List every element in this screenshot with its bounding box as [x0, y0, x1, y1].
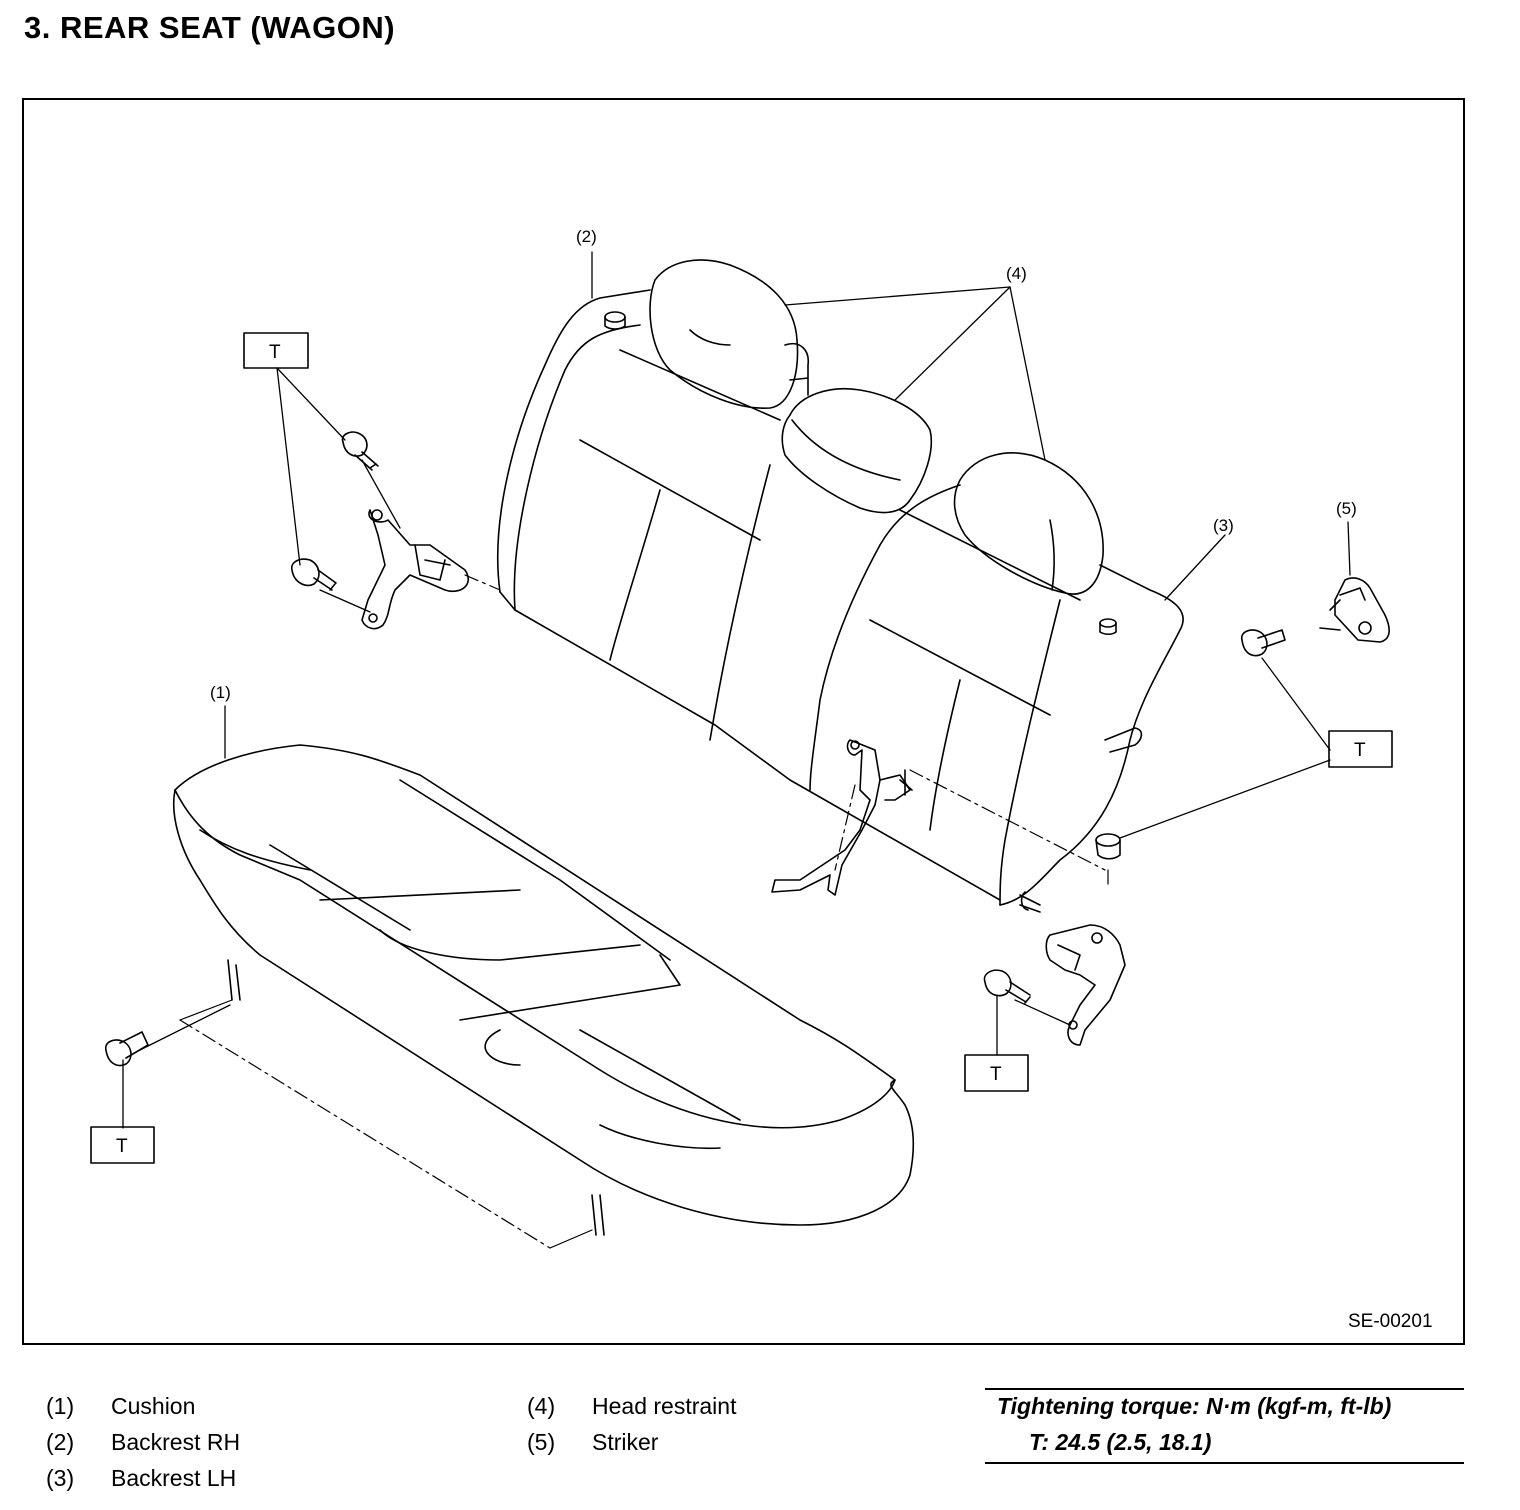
centerlines	[179, 574, 1109, 1249]
callout-5: (5)	[1336, 499, 1357, 518]
diagram-frame	[22, 98, 1465, 1345]
torque-tag-right: T	[1328, 730, 1393, 768]
legend-label: Striker	[592, 1429, 659, 1455]
center-hinge-bracket	[771, 739, 913, 896]
callout-2: (2)	[576, 227, 597, 246]
torque-tag-label: T	[1354, 740, 1366, 761]
nut-right	[1095, 833, 1121, 860]
head-restraint-center	[781, 387, 933, 514]
callout-1: (1)	[210, 683, 231, 702]
support-lines	[179, 999, 593, 1249]
torque-tag-label: T	[116, 1136, 128, 1157]
backrest-rh	[497, 289, 1001, 901]
torque-tag-upper-left: T	[243, 332, 309, 369]
left-hinge-bracket	[361, 509, 469, 630]
striker	[1319, 577, 1390, 643]
legend-number: (1)	[46, 1393, 75, 1419]
torque-spec-box: Tightening torque: N·m (kgf-m, ft-lb) T:…	[985, 1388, 1464, 1464]
right-lower-bracket	[1045, 924, 1126, 1046]
callout-4: (4)	[1006, 264, 1027, 283]
legend-label: Cushion	[111, 1393, 196, 1419]
leader-lines	[122, 251, 1351, 1129]
legend-number: (5)	[527, 1429, 556, 1455]
torque-heading: Tightening torque: N·m (kgf-m, ft-lb)	[997, 1393, 1392, 1419]
torque-value: T: 24.5 (2.5, 18.1)	[1029, 1429, 1212, 1455]
bolt-upper-left	[341, 431, 379, 471]
seat-cushion	[172, 744, 915, 1236]
torque-tag-label: T	[990, 1064, 1002, 1085]
head-restraint-left	[649, 259, 810, 409]
torque-tag-label: T	[269, 342, 281, 363]
head-restraint-right	[953, 452, 1104, 595]
legend-number: (3)	[46, 1465, 75, 1491]
callout-3: (3)	[1213, 516, 1234, 535]
bolt-lower-left	[290, 558, 337, 591]
legend-label: Backrest LH	[111, 1465, 237, 1491]
page-title: 3. REAR SEAT (WAGON)	[24, 10, 396, 45]
backrest-lh	[809, 484, 1184, 913]
legend-label: Head restraint	[592, 1393, 737, 1419]
legend-number: (4)	[527, 1393, 556, 1419]
bolt-striker	[1240, 629, 1286, 657]
torque-tag-bottom-left: T	[90, 1126, 155, 1164]
bolt-lower-right	[983, 969, 1031, 1004]
torque-tag-lower-right: T	[964, 1054, 1029, 1092]
legend-number: (2)	[46, 1429, 75, 1455]
figure-code: SE-00201	[1348, 1311, 1433, 1332]
bolt-bottom-left	[104, 1031, 149, 1067]
legend-label: Backrest RH	[111, 1429, 241, 1455]
